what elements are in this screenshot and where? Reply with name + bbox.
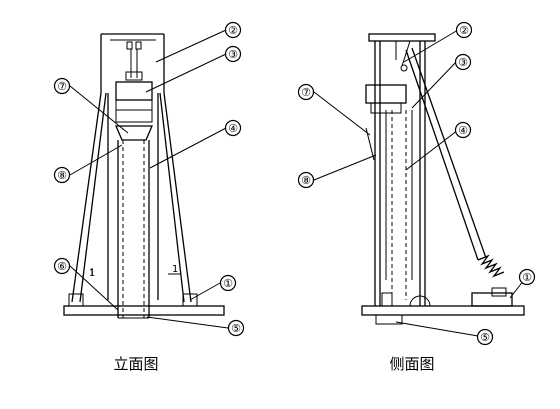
front-callout-5: ⑤	[227, 319, 245, 337]
side-spring	[477, 254, 505, 278]
side-pulley	[400, 64, 408, 72]
side-leader-3	[411, 59, 459, 109]
front-leader-4	[149, 127, 227, 169]
front-hammer-block	[115, 81, 153, 101]
svg-text:②: ②	[228, 24, 238, 37]
front-leader-8	[69, 144, 123, 176]
side-top-beam	[368, 33, 436, 42]
side-callout-8: ⑧	[297, 171, 315, 189]
svg-text:⑦: ⑦	[57, 80, 67, 93]
side-foot-cap	[491, 287, 507, 297]
svg-text:①: ①	[522, 271, 532, 284]
side-callout-5: ⑤	[476, 328, 494, 346]
side-callout-1: ①	[518, 268, 536, 286]
side-strut-outer	[405, 49, 479, 261]
front-mark-left: 1	[89, 268, 95, 279]
svg-text:⑦: ⑦	[301, 86, 311, 99]
svg-text:③: ③	[458, 56, 468, 69]
front-bracket-left	[126, 41, 133, 50]
front-leader-6	[69, 265, 119, 311]
front-hammer-collar	[115, 109, 153, 123]
front-foot-left	[68, 293, 84, 307]
front-funnel	[115, 125, 153, 141]
side-view-caption: 侧面图	[389, 355, 434, 373]
svg-text:④: ④	[458, 124, 468, 137]
front-callout-6: ⑥	[53, 257, 71, 275]
front-elevation-view: 1 1 ② ③ ④ ⑦ ⑧	[53, 21, 245, 373]
front-callout-3: ③	[224, 45, 242, 63]
front-view-caption: 立面图	[113, 355, 158, 373]
svg-text:⑤: ⑤	[231, 322, 241, 335]
front-callout-1: ①	[219, 274, 237, 292]
front-brace-left-inner	[79, 92, 107, 303]
side-elevation-view: ② ③ ④ ⑦ ⑧ ① ⑤ 侧面图	[297, 21, 536, 373]
svg-text:①: ①	[223, 277, 233, 290]
side-strut-inner	[411, 47, 487, 259]
side-hammer-block	[365, 84, 407, 104]
front-callout-7: ⑦	[53, 77, 71, 95]
svg-text:⑥: ⑥	[57, 260, 67, 273]
front-leader-2	[155, 29, 227, 63]
front-brace-right-inner	[159, 92, 185, 303]
side-leader-5	[395, 321, 479, 337]
svg-text:③: ③	[228, 48, 238, 61]
svg-text:②: ②	[459, 24, 469, 37]
front-rod-clamp	[125, 71, 143, 81]
svg-text:⑧: ⑧	[57, 169, 67, 182]
front-callout-8: ⑧	[53, 166, 71, 184]
side-callout-2: ②	[455, 21, 473, 39]
side-leader-4	[405, 129, 459, 171]
side-callout-3: ③	[454, 53, 472, 71]
side-hammer-collar	[370, 102, 402, 114]
front-leader-3	[145, 53, 227, 93]
front-brace-left-outer	[71, 92, 102, 303]
front-leader-7	[69, 85, 129, 134]
side-leader-8	[313, 154, 377, 181]
side-callout-4: ④	[454, 121, 472, 139]
svg-text:⑧: ⑧	[301, 174, 311, 187]
front-bracket-right	[135, 41, 142, 50]
side-callout-7: ⑦	[297, 83, 315, 101]
svg-text:④: ④	[228, 122, 238, 135]
side-bottom-arc	[409, 295, 431, 307]
front-callout-4: ④	[224, 119, 242, 137]
side-rope	[401, 40, 411, 67]
side-leader-7	[313, 91, 371, 136]
side-base-plate	[361, 305, 525, 316]
side-base-block	[375, 314, 403, 325]
side-leader-2	[403, 29, 459, 63]
side-bottom-lug	[381, 292, 393, 307]
front-brace-right-outer	[163, 92, 192, 303]
front-foot-right	[182, 293, 198, 307]
front-leader-5	[146, 316, 229, 329]
front-callout-2: ②	[224, 21, 242, 39]
svg-text:⑤: ⑤	[480, 331, 490, 344]
front-mark-right: 1	[172, 264, 178, 275]
front-leader-1	[189, 282, 221, 301]
